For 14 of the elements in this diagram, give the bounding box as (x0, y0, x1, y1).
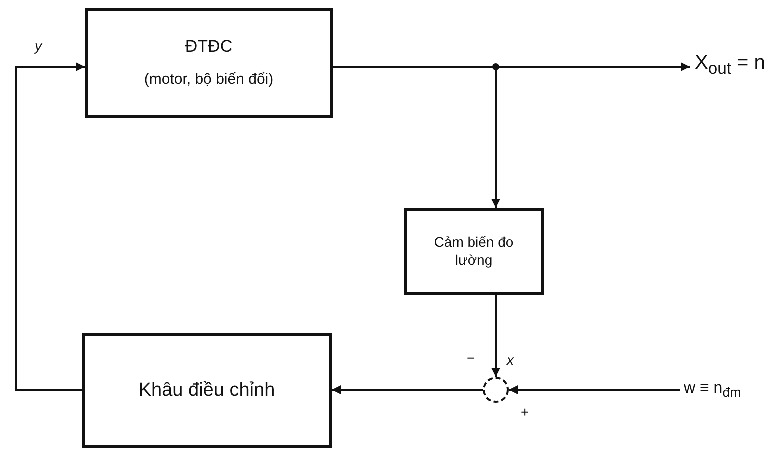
block-box (82, 333, 332, 448)
block-box (404, 208, 544, 295)
signal-label: w ≡ n$_{đm}$ (684, 380, 742, 400)
block-text: Cảm biến đo lường (433, 234, 515, 269)
block-box (85, 8, 333, 118)
signal-label: X$_{out}$ = n (695, 52, 766, 79)
arrow (332, 386, 483, 394)
block-text: (motor, bộ biến đổi) (144, 71, 274, 90)
arrow (492, 295, 500, 377)
block-text: ĐTĐC (185, 36, 233, 58)
summing-junction (483, 377, 509, 403)
arrow (15, 62, 85, 391)
arrow (509, 386, 680, 394)
block-text: Khâu điều chỉnh (138, 378, 276, 402)
